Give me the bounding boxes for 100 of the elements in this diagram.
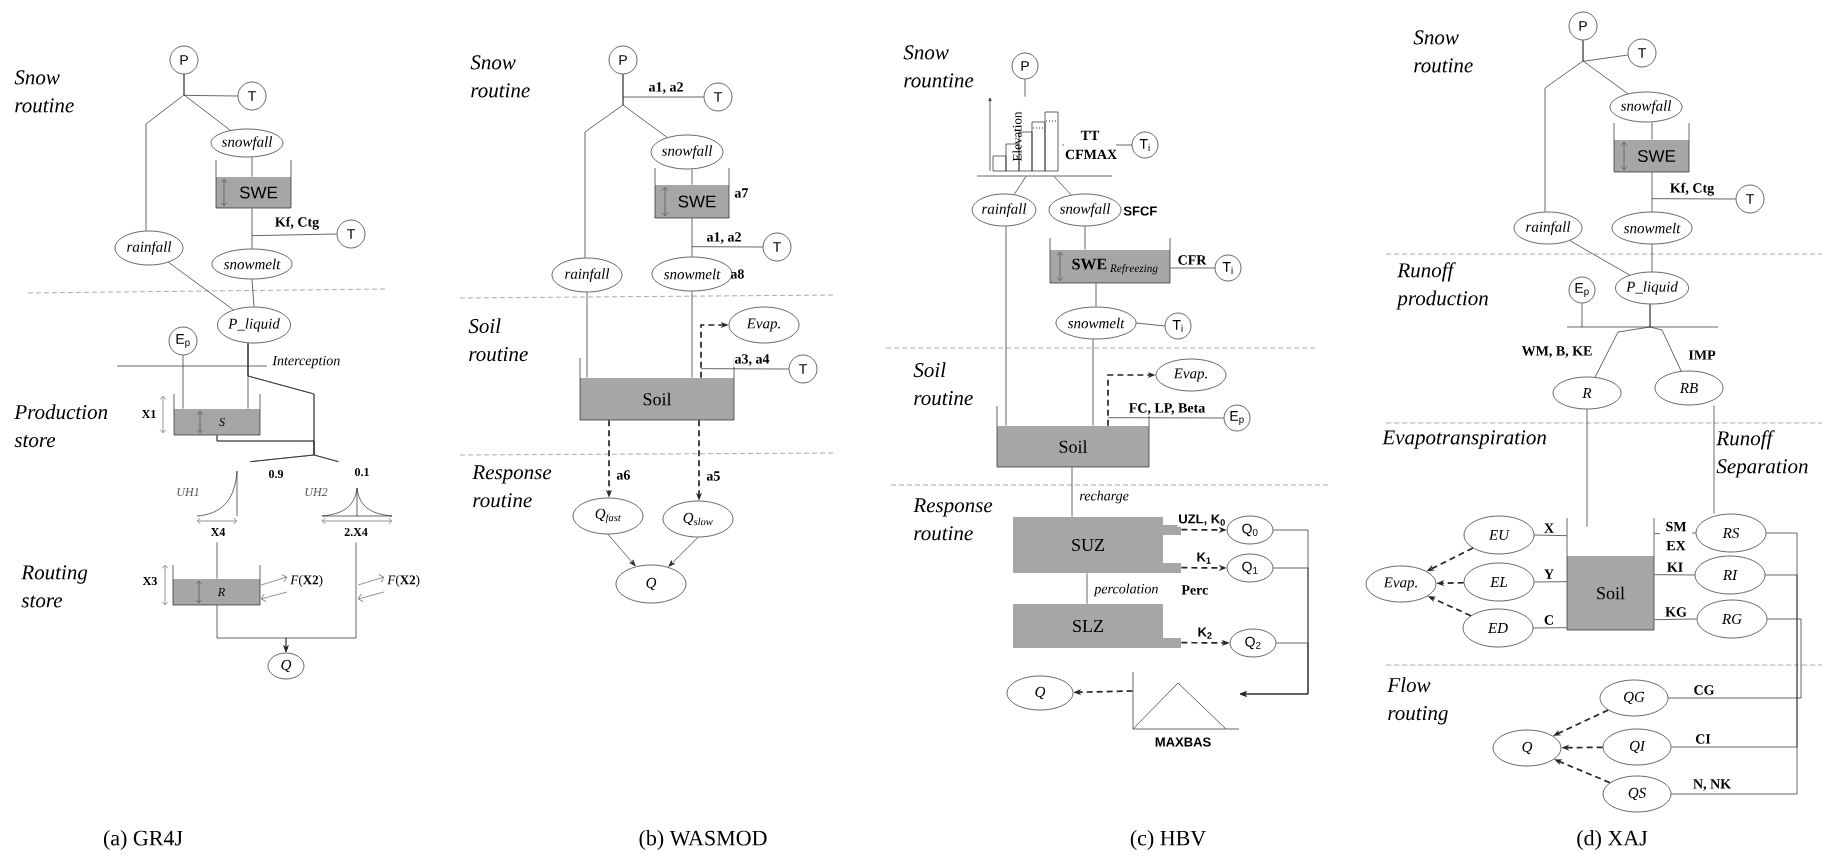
unit-hydrograph-drawing: UH2 2.X4: [305, 487, 393, 537]
connector-line: [168, 261, 234, 311]
connector-line: [1005, 226, 1007, 426]
connector-line: [1170, 267, 1215, 269]
edge-label: N, NK: [1691, 778, 1733, 792]
storage-tank: SWE: [654, 167, 730, 219]
section-heading: Flow routing: [1387, 677, 1448, 725]
connector-line: [1084, 226, 1086, 250]
connector-line: [251, 279, 255, 307]
reservoir-box: SLZ: [1013, 604, 1181, 648]
storage-tank: S: [173, 393, 261, 436]
section-heading: Soil routine: [468, 318, 528, 362]
connector-line: [251, 208, 253, 249]
connector-line: [622, 74, 668, 138]
panel-caption: (a) GR4J: [103, 830, 183, 850]
connector-line: [1053, 176, 1072, 196]
parameter-label: X3: [142, 576, 157, 586]
triangular-weighting-drawing: MAXBAS: [1132, 671, 1240, 747]
connector-line: [1136, 322, 1165, 327]
section-heading: Evapotranspiration: [1382, 430, 1546, 449]
parameter-label: SFCF: [1123, 206, 1157, 216]
connector-line: [691, 169, 693, 185]
edge-label: Y: [1542, 568, 1556, 580]
connector-line: [1582, 40, 1629, 95]
parameter-label: a7: [734, 188, 748, 198]
panel-caption: (b) WASMOD: [639, 830, 767, 850]
node-label: Elevation: [1012, 111, 1022, 162]
connector-line: [1024, 79, 1026, 97]
connector-line: [1581, 303, 1583, 328]
connector-line: [1092, 339, 1094, 426]
connector-line: [1534, 534, 1567, 536]
edge-label: a1, a2: [647, 81, 685, 95]
arrow: [1240, 642, 1309, 697]
edge-label: KI: [1665, 561, 1685, 573]
edge-label: CG: [1692, 684, 1716, 696]
edge-label: FC, LP, Beta: [1127, 402, 1207, 416]
section-heading: Response routine: [472, 465, 552, 508]
unit-hydrograph-drawing: UH1 X4: [177, 470, 238, 536]
edge-label: KG: [1664, 606, 1688, 618]
connector-line: [1534, 581, 1567, 583]
section-heading: Runoff Separation: [1716, 430, 1808, 478]
edge-label: TT CFMAX: [1064, 129, 1117, 161]
connector-line: [1668, 618, 1802, 699]
arrow: [668, 537, 699, 567]
section-heading: Routing store: [21, 565, 88, 608]
connector-line: [216, 435, 339, 462]
edge-label: K$_{1}$: [1195, 551, 1213, 565]
section-heading: Snow routine: [14, 70, 74, 113]
edge-label: IMP: [1687, 349, 1717, 361]
parameter-label: a8: [730, 269, 744, 279]
edge-label: C: [1542, 614, 1556, 626]
edge-label: recharge: [1078, 489, 1130, 505]
section-heading: Snow routine: [1413, 30, 1473, 73]
connector-line: [1671, 532, 1798, 795]
split-fraction: 0.1: [354, 467, 369, 477]
connector-line: [183, 95, 238, 97]
connector-line: [183, 74, 231, 131]
connector-line: [1071, 467, 1073, 517]
storage-tank: $\mathbf{SWE}\,_{\mathit{Refreezing}}$: [1049, 237, 1171, 284]
edge-label: CFR: [1176, 254, 1208, 266]
process-label: Interception: [272, 355, 340, 369]
connector-line: [691, 246, 763, 248]
connector-line: [691, 218, 693, 257]
section-heading: Production store: [14, 404, 108, 448]
connector-line: [1651, 122, 1653, 140]
arrow: [607, 534, 636, 567]
connector-line: [1654, 574, 1695, 576]
connector-line: [1013, 176, 1027, 195]
storage-tank: Soil: [1566, 517, 1655, 631]
section-heading: Snow routine: [470, 55, 530, 98]
edge-label: a1, a2: [705, 231, 743, 245]
connector-line: [1582, 54, 1629, 62]
connector-line: [622, 96, 704, 98]
storage-tank: SWE: [1613, 122, 1690, 173]
section-heading: Soil routine: [913, 362, 973, 406]
connector-line: [1569, 240, 1630, 276]
edge-label: a3, a4: [733, 353, 771, 367]
connector-line: [1651, 172, 1653, 212]
section-heading: Snow rountine: [903, 45, 974, 88]
storage-tank: SWE: [215, 159, 292, 209]
connector-line: [691, 291, 693, 378]
edge-label: percolation: [1093, 582, 1160, 598]
connector-line: [1086, 573, 1088, 604]
exchange-label: F(X2): [290, 575, 323, 587]
connector-line: [1654, 618, 1697, 620]
connector-line: [251, 157, 253, 177]
connector-line: [700, 368, 789, 370]
parameter-label: Perc: [1181, 585, 1208, 595]
split-fraction: 0.9: [268, 469, 284, 479]
edge-label: K$_{2}$: [1196, 626, 1214, 640]
connector-line: [1713, 405, 1715, 514]
connector-line: [1651, 244, 1653, 272]
connector-line: [1649, 304, 1682, 372]
edge-label: a5: [705, 470, 722, 482]
parameter-label: X1: [141, 410, 156, 418]
storage-tank: Soil: [579, 357, 735, 421]
edge-label: SM EX: [1660, 520, 1692, 552]
storage-tank: R: [172, 564, 261, 606]
section-heading: Runoff production: [1396, 262, 1488, 310]
edge-label: WM, B, KE: [1520, 345, 1594, 359]
